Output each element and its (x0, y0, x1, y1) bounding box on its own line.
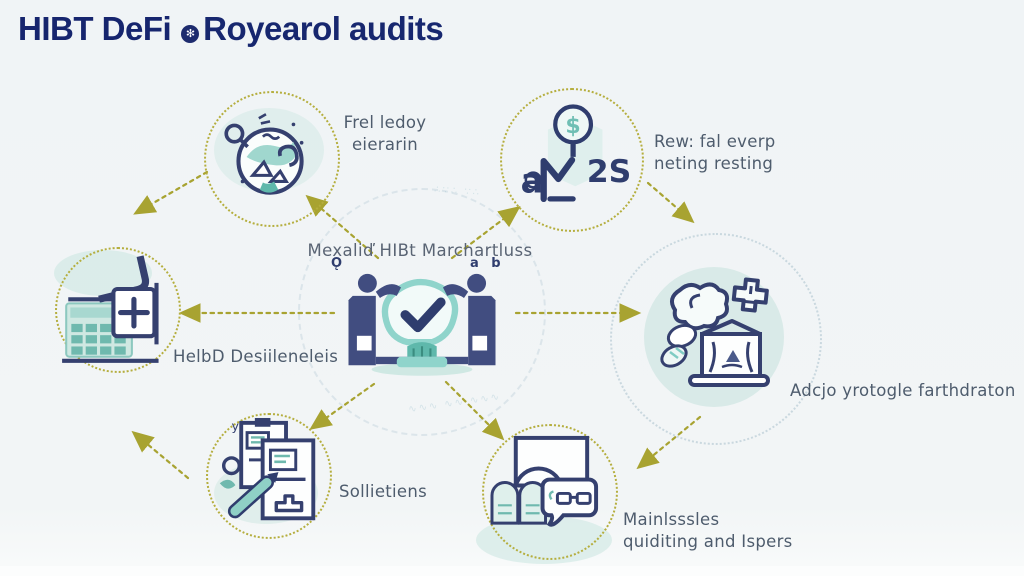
label-left: HelbD Desiileneleis (173, 346, 338, 368)
bottom-highlight-band (0, 566, 1024, 576)
documents-pen-icon: y (219, 417, 316, 521)
center-glyph-right: a b (470, 256, 505, 271)
label-top-left-line2: eierarin (351, 134, 418, 154)
page-title: HIBT DeFi ✻Royearol audits (18, 10, 444, 48)
node-circle-bottom-right (482, 424, 618, 560)
registered-badge-icon: ✻ (181, 24, 200, 43)
label-bottom-right-line2: quiditing and Ispers (623, 531, 793, 551)
coin-growth-icon: $ 2S a (521, 104, 632, 203)
label-bottom-left-line1: Sollietiens (339, 482, 428, 501)
svg-text:y: y (231, 419, 239, 434)
node-circle-left (55, 247, 181, 373)
label-bottom-right-line1: Mainlsssles (623, 510, 720, 529)
globe-search-icon (224, 113, 304, 195)
svg-text:$: $ (565, 114, 580, 139)
label-top-left-line1: Frel ledoy (343, 113, 427, 132)
calculator-audit-icon (62, 255, 159, 363)
label-top-right-line2: neting resting (654, 153, 774, 173)
right-node-glyph-ring (610, 233, 822, 445)
label-top-right: Rew: fal everp neting resting (654, 131, 776, 175)
center-glyph-left: Ǫ (331, 256, 347, 271)
label-right-line1: Adcjo yrotogle farthdraton (790, 381, 1016, 400)
monitor-chat-icon (490, 435, 599, 527)
label-top-left: Frel ledoy eierarin (330, 112, 440, 156)
laptop-protocol-icon (660, 277, 770, 387)
node-circle-bottom-left (206, 413, 332, 539)
svg-text:a: a (521, 162, 544, 201)
page-title-part1: HIBT DeFi (18, 10, 172, 47)
svg-text:2S: 2S (587, 154, 632, 190)
handshake-check-icon (348, 273, 496, 376)
label-bottom-left: Sollietiens (339, 481, 427, 503)
node-circle-top-left (204, 91, 340, 227)
page-title-part2: Royearol audits (203, 10, 444, 47)
label-right: Adcjo yrotogle farthdraton (790, 380, 1016, 402)
node-circle-top-right (500, 88, 644, 232)
center-heading: Mexaliď HIBt Marchartluss (307, 241, 533, 260)
label-top-right-line1: Rew: fal everp (654, 132, 776, 151)
label-bottom-right: Mainlsssles quiditing and Ispers (623, 509, 793, 553)
label-left-line1: HelbD Desiileneleis (173, 347, 339, 366)
